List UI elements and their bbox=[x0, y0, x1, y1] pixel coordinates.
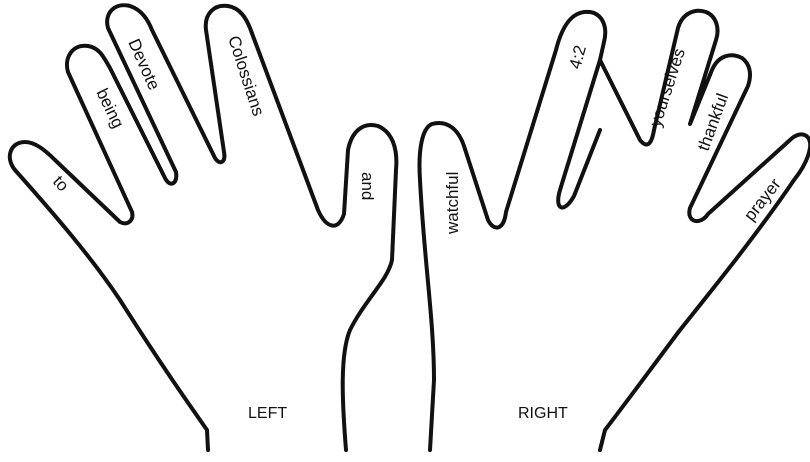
right-middle-word: yourselves bbox=[646, 46, 689, 129]
right-thumb-word: watchful bbox=[443, 172, 462, 235]
right-hand-finger-gap bbox=[558, 60, 600, 207]
right-hand-label: RIGHT bbox=[518, 405, 568, 422]
left-hand-label: LEFT bbox=[248, 405, 287, 422]
right-hand-outline bbox=[420, 11, 810, 450]
left-index-word: Colossians bbox=[224, 33, 268, 118]
left-thumb-word: and bbox=[358, 172, 377, 200]
left-hand-outline bbox=[10, 5, 397, 450]
right-index-word: 4:2 bbox=[566, 43, 590, 71]
